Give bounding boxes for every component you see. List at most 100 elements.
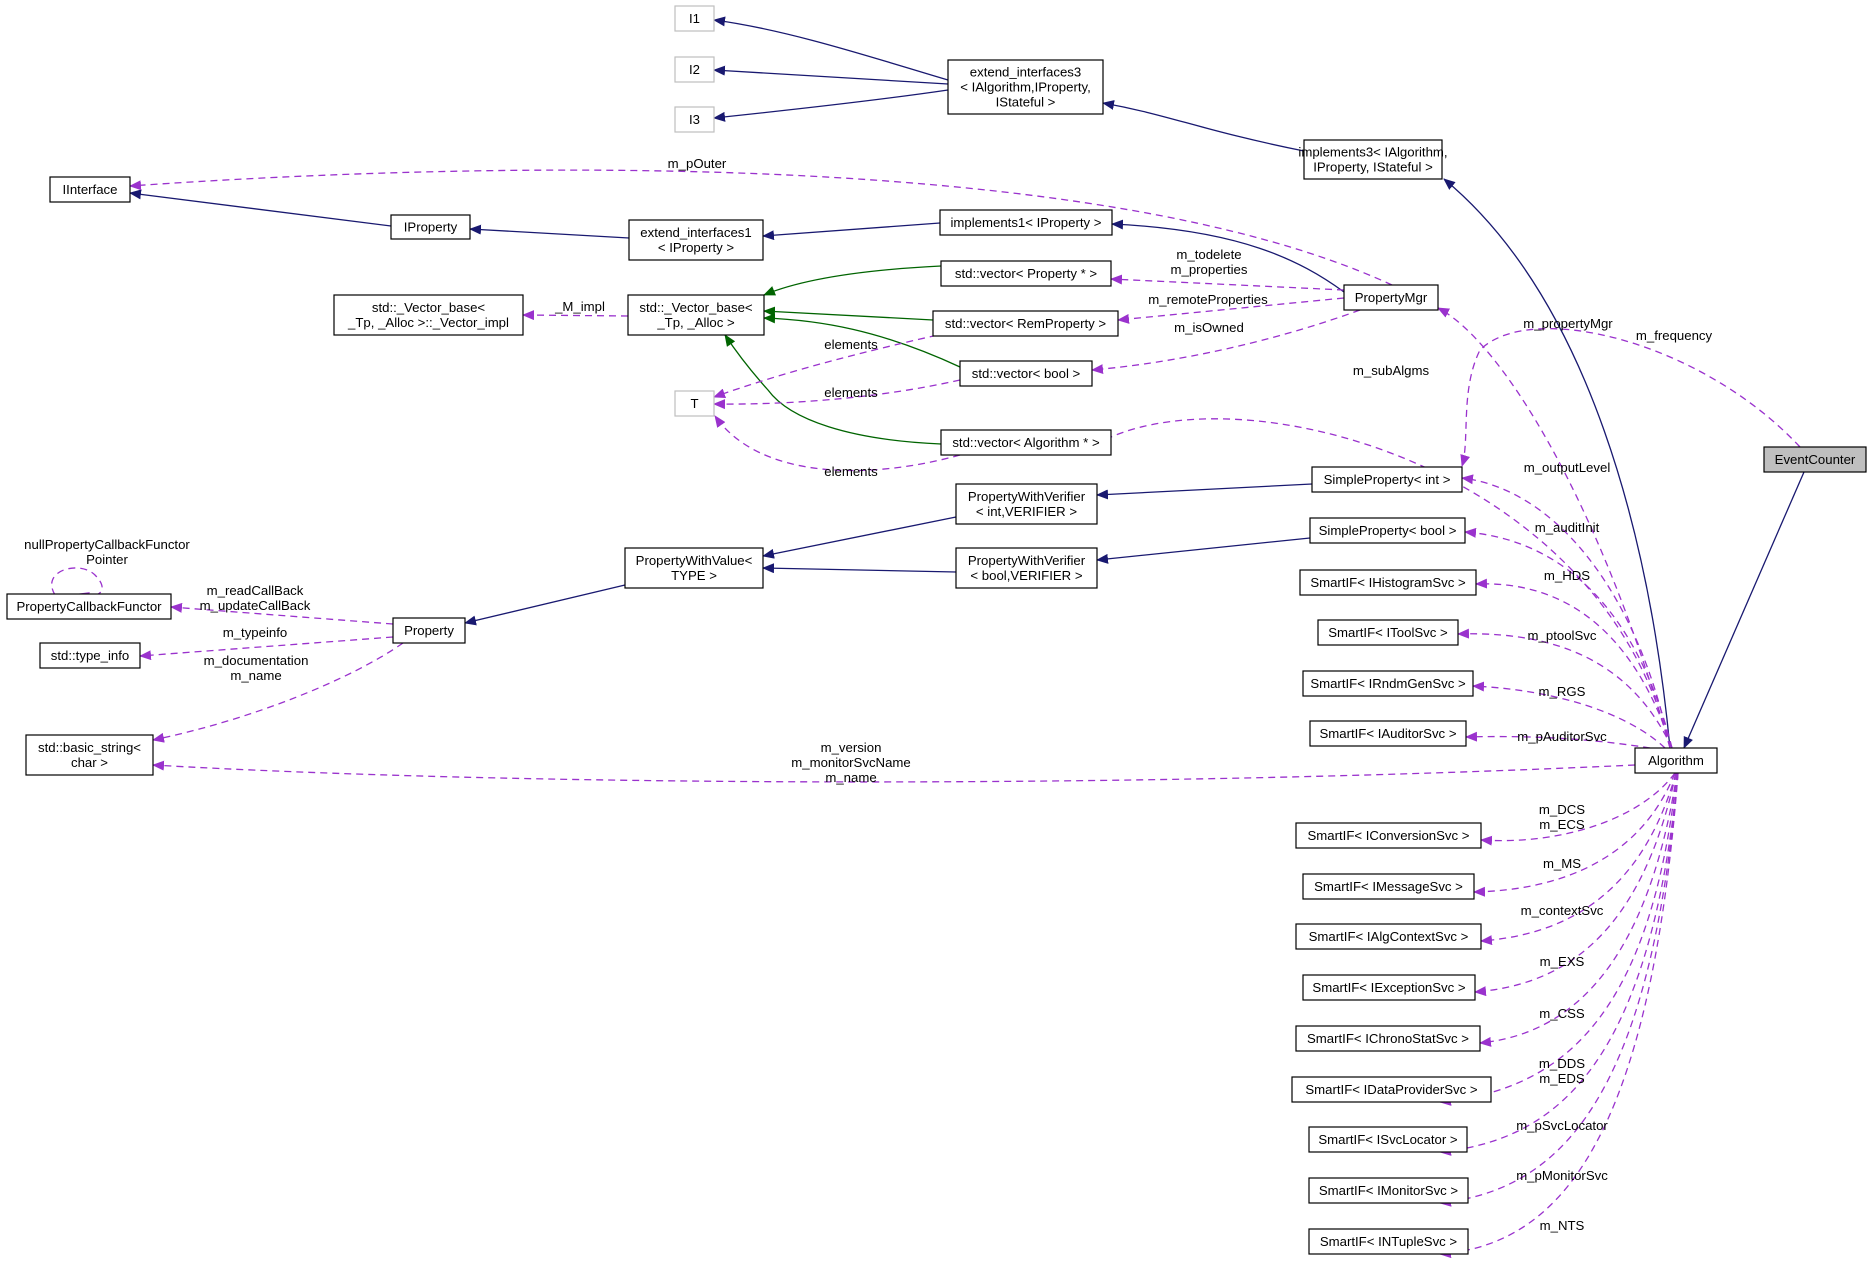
usage-edge <box>1117 297 1345 324</box>
class-node-sisvc-loc[interactable]: SmartIF< ISvcLocator > <box>1308 1126 1468 1153</box>
node-label-line: extend_interfaces1 <box>640 225 751 240</box>
edge-label-line: m_DDS <box>1539 1056 1585 1071</box>
class-node-simple-bool[interactable]: SimpleProperty< bool > <box>1309 517 1466 544</box>
edge-label-line: m_remoteProperties <box>1148 292 1268 307</box>
node-label: SimpleProperty< bool > <box>1319 523 1457 538</box>
node-box <box>333 294 524 336</box>
class-node-siconv[interactable]: SmartIF< IConversionSvc > <box>1295 822 1482 849</box>
edges-layer <box>51 16 1805 1259</box>
usage-edge <box>1457 628 1673 749</box>
inherit-edge <box>1096 537 1311 564</box>
class-node-basic-string[interactable]: std::basic_string<char > <box>25 734 154 776</box>
node-label-line: < IProperty > <box>658 240 735 255</box>
usage-edge <box>1110 274 1345 291</box>
class-node-pwvalue[interactable]: PropertyWithValue<TYPE > <box>624 547 764 589</box>
edge-label-m-output-level: m_outputLevel <box>1524 460 1611 475</box>
class-node-siexc[interactable]: SmartIF< IExceptionSvc > <box>1302 974 1476 1001</box>
class-node-property-mgr[interactable]: PropertyMgr <box>1343 284 1439 311</box>
node-label-line: IProperty, IStateful > <box>1313 160 1433 175</box>
template-edge <box>763 306 934 321</box>
edge-label-m-p-monitor-svc: m_pMonitorSvc <box>1516 1168 1608 1183</box>
class-node-property[interactable]: Property <box>392 617 466 644</box>
node-label: SmartIF< IToolSvc > <box>1328 625 1448 640</box>
node-box <box>1295 923 1482 950</box>
usage-edge <box>1461 474 1671 749</box>
class-node-simsg[interactable]: SmartIF< IMessageSvc > <box>1302 873 1475 900</box>
edge-label-line: m_readCallBack <box>207 583 304 598</box>
node-label: SmartIF< ISvcLocator > <box>1318 1132 1458 1147</box>
inherit-edge <box>1443 178 1671 749</box>
class-node-event-counter[interactable]: EventCounter <box>1763 446 1867 473</box>
class-node-vec-alg[interactable]: std::vector< Algorithm * > <box>940 429 1112 456</box>
node-label-line: Algorithm <box>1648 753 1704 768</box>
inherit-edge <box>1683 471 1805 749</box>
class-node-vector-impl[interactable]: std::_Vector_base<_Tp, _Alloc >::_Vector… <box>333 294 524 336</box>
class-node-impl3[interactable]: implements3< IAlgorithm,IProperty, IStat… <box>1298 139 1448 180</box>
inherit-edge <box>713 65 949 85</box>
node-label-line: Property <box>404 623 454 638</box>
node-label: I3 <box>689 112 700 127</box>
node-label: Property <box>404 623 454 638</box>
class-node-extend3[interactable]: extend_interfaces3< IAlgorithm,IProperty… <box>947 59 1104 115</box>
class-node-simple-int[interactable]: SimpleProperty< int > <box>1311 466 1463 493</box>
class-node-iproperty[interactable]: IProperty <box>390 214 471 240</box>
node-label-line: SmartIF< INTupleSvc > <box>1320 1234 1458 1249</box>
edge-label-line: m_name <box>825 770 876 785</box>
node-box <box>627 294 765 336</box>
edge-label-m-audit-init: m_auditInit <box>1535 520 1600 535</box>
node-label: SimpleProperty< int > <box>1324 472 1451 487</box>
edge-label-line: m_pAuditorSvc <box>1517 729 1607 744</box>
class-node-i3[interactable]: I3 <box>674 106 715 133</box>
node-box <box>674 56 715 83</box>
usage-edge <box>129 169 1393 286</box>
class-node-pwvint[interactable]: PropertyWithVerifier< int,VERIFIER > <box>955 483 1098 525</box>
class-node-sialg-ctx[interactable]: SmartIF< IAlgContextSvc > <box>1295 923 1482 950</box>
inherit-edge <box>1096 483 1313 500</box>
node-label-line: SmartIF< IMonitorSvc > <box>1319 1183 1459 1198</box>
edge-label-line: elements <box>824 464 878 479</box>
class-node-algorithm[interactable]: Algorithm <box>1634 747 1718 774</box>
node-label: SmartIF< IAlgContextSvc > <box>1309 929 1469 944</box>
class-node-siaud[interactable]: SmartIF< IAuditorSvc > <box>1309 720 1467 747</box>
inherit-edge <box>762 516 957 559</box>
edge-label-line: m_propertyMgr <box>1523 316 1613 331</box>
class-node-vector-base[interactable]: std::_Vector_base<_Tp, _Alloc > <box>627 294 765 336</box>
template-edge <box>763 265 942 296</box>
class-node-sihisto[interactable]: SmartIF< IHistogramSvc > <box>1299 569 1477 596</box>
class-node-sirndm[interactable]: SmartIF< IRndmGenSvc > <box>1302 670 1474 697</box>
node-label-line: SmartIF< ISvcLocator > <box>1318 1132 1458 1147</box>
class-node-sidata-prov[interactable]: SmartIF< IDataProviderSvc > <box>1291 1076 1492 1103</box>
class-node-pcf[interactable]: PropertyCallbackFunctor <box>6 593 172 620</box>
class-node-sintuple[interactable]: SmartIF< INTupleSvc > <box>1308 1228 1469 1255</box>
class-node-iinterface[interactable]: IInterface <box>49 176 131 203</box>
class-node-type-info[interactable]: std::type_info <box>39 642 141 669</box>
node-label-line: SimpleProperty< int > <box>1324 472 1451 487</box>
node-box <box>1308 1126 1468 1153</box>
edge-label-elements3: elements <box>824 464 878 479</box>
edge-label-m-exs: m_EXS <box>1540 954 1585 969</box>
usage-edge <box>1079 418 1671 749</box>
node-label-line: SmartIF< IAlgContextSvc > <box>1309 929 1469 944</box>
edge-label-m-typeinfo: m_typeinfo <box>223 625 288 640</box>
inherit-edge <box>762 563 957 574</box>
class-node-i2[interactable]: I2 <box>674 56 715 83</box>
class-node-vec-bool[interactable]: std::vector< bool > <box>959 360 1093 387</box>
edge-label-line: m_EXS <box>1540 954 1585 969</box>
class-node-simonitor[interactable]: SmartIF< IMonitorSvc > <box>1308 1177 1469 1204</box>
class-node-sichrono[interactable]: SmartIF< IChronoStatSvc > <box>1295 1025 1481 1052</box>
class-node-impl1[interactable]: implements1< IProperty > <box>939 209 1113 236</box>
node-box <box>940 260 1112 287</box>
class-node-vec-prop[interactable]: std::vector< Property * > <box>940 260 1112 287</box>
class-node-pwvbool[interactable]: PropertyWithVerifier< bool,VERIFIER > <box>955 547 1098 589</box>
node-label-line: SmartIF< IAuditorSvc > <box>1319 726 1456 741</box>
class-node-extend1[interactable]: extend_interfaces1< IProperty > <box>628 219 764 261</box>
class-node-i1[interactable]: I1 <box>674 5 715 32</box>
class-node-sitool[interactable]: SmartIF< IToolSvc > <box>1317 619 1459 646</box>
edge-label-line: m_typeinfo <box>223 625 288 640</box>
class-node-vec-rem[interactable]: std::vector< RemProperty > <box>932 310 1119 337</box>
class-node-t[interactable]: T <box>674 390 715 417</box>
edge-label-elements2: elements <box>824 385 878 400</box>
usage-edge <box>139 636 394 661</box>
